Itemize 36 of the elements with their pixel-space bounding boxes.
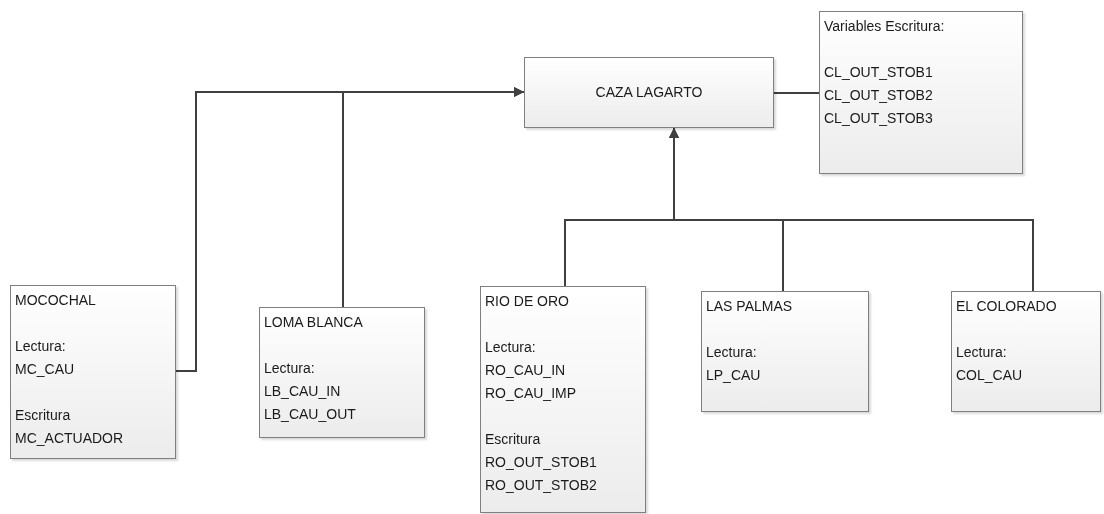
box-title: MOCOCHAL xyxy=(15,291,97,310)
variable-text: MC_ACTUADOR xyxy=(15,429,125,448)
variable-text: LP_CAU xyxy=(706,366,762,385)
connector-arrow xyxy=(669,127,1034,292)
variable-text: Lectura: xyxy=(956,343,1008,362)
process-box xyxy=(524,57,774,128)
box-title: RIO DE ORO xyxy=(485,292,570,311)
variable-text: CL_OUT_STOB3 xyxy=(824,109,934,128)
variable-text: CL_OUT_STOB2 xyxy=(824,86,934,105)
variable-text: Lectura: xyxy=(264,359,316,378)
variable-text: RO_CAU_IMP xyxy=(485,384,578,403)
variable-text: RO_OUT_STOB2 xyxy=(485,476,598,495)
variable-text: LB_CAU_IN xyxy=(264,382,342,401)
variable-text: COL_CAU xyxy=(956,366,1024,385)
variable-text: Escritura xyxy=(15,406,72,425)
box-title: Variables Escritura: xyxy=(824,17,946,36)
process-box xyxy=(951,291,1101,412)
connector-arrow xyxy=(342,87,525,308)
box-title: CAZA LAGARTO xyxy=(595,83,703,102)
variable-text: LB_CAU_OUT xyxy=(264,405,357,424)
box-title: LOMA BLANCA xyxy=(264,313,364,332)
variable-text: Lectura: xyxy=(485,338,537,357)
process-box xyxy=(480,286,646,513)
process-box xyxy=(701,291,869,412)
box-title: EL COLORADO xyxy=(956,297,1058,316)
variable-text: Escritura xyxy=(485,430,542,449)
process-box xyxy=(10,285,176,459)
variable-text: Lectura: xyxy=(15,337,67,356)
process-box xyxy=(819,11,1023,174)
variable-text: CL_OUT_STOB1 xyxy=(824,63,934,82)
variable-text: Lectura: xyxy=(706,343,758,362)
box-title: LAS PALMAS xyxy=(706,297,794,316)
variable-text: MC_CAU xyxy=(15,360,76,379)
process-box xyxy=(259,307,425,438)
variable-text: RO_OUT_STOB1 xyxy=(485,453,598,472)
variable-text: RO_CAU_IN xyxy=(485,361,567,380)
